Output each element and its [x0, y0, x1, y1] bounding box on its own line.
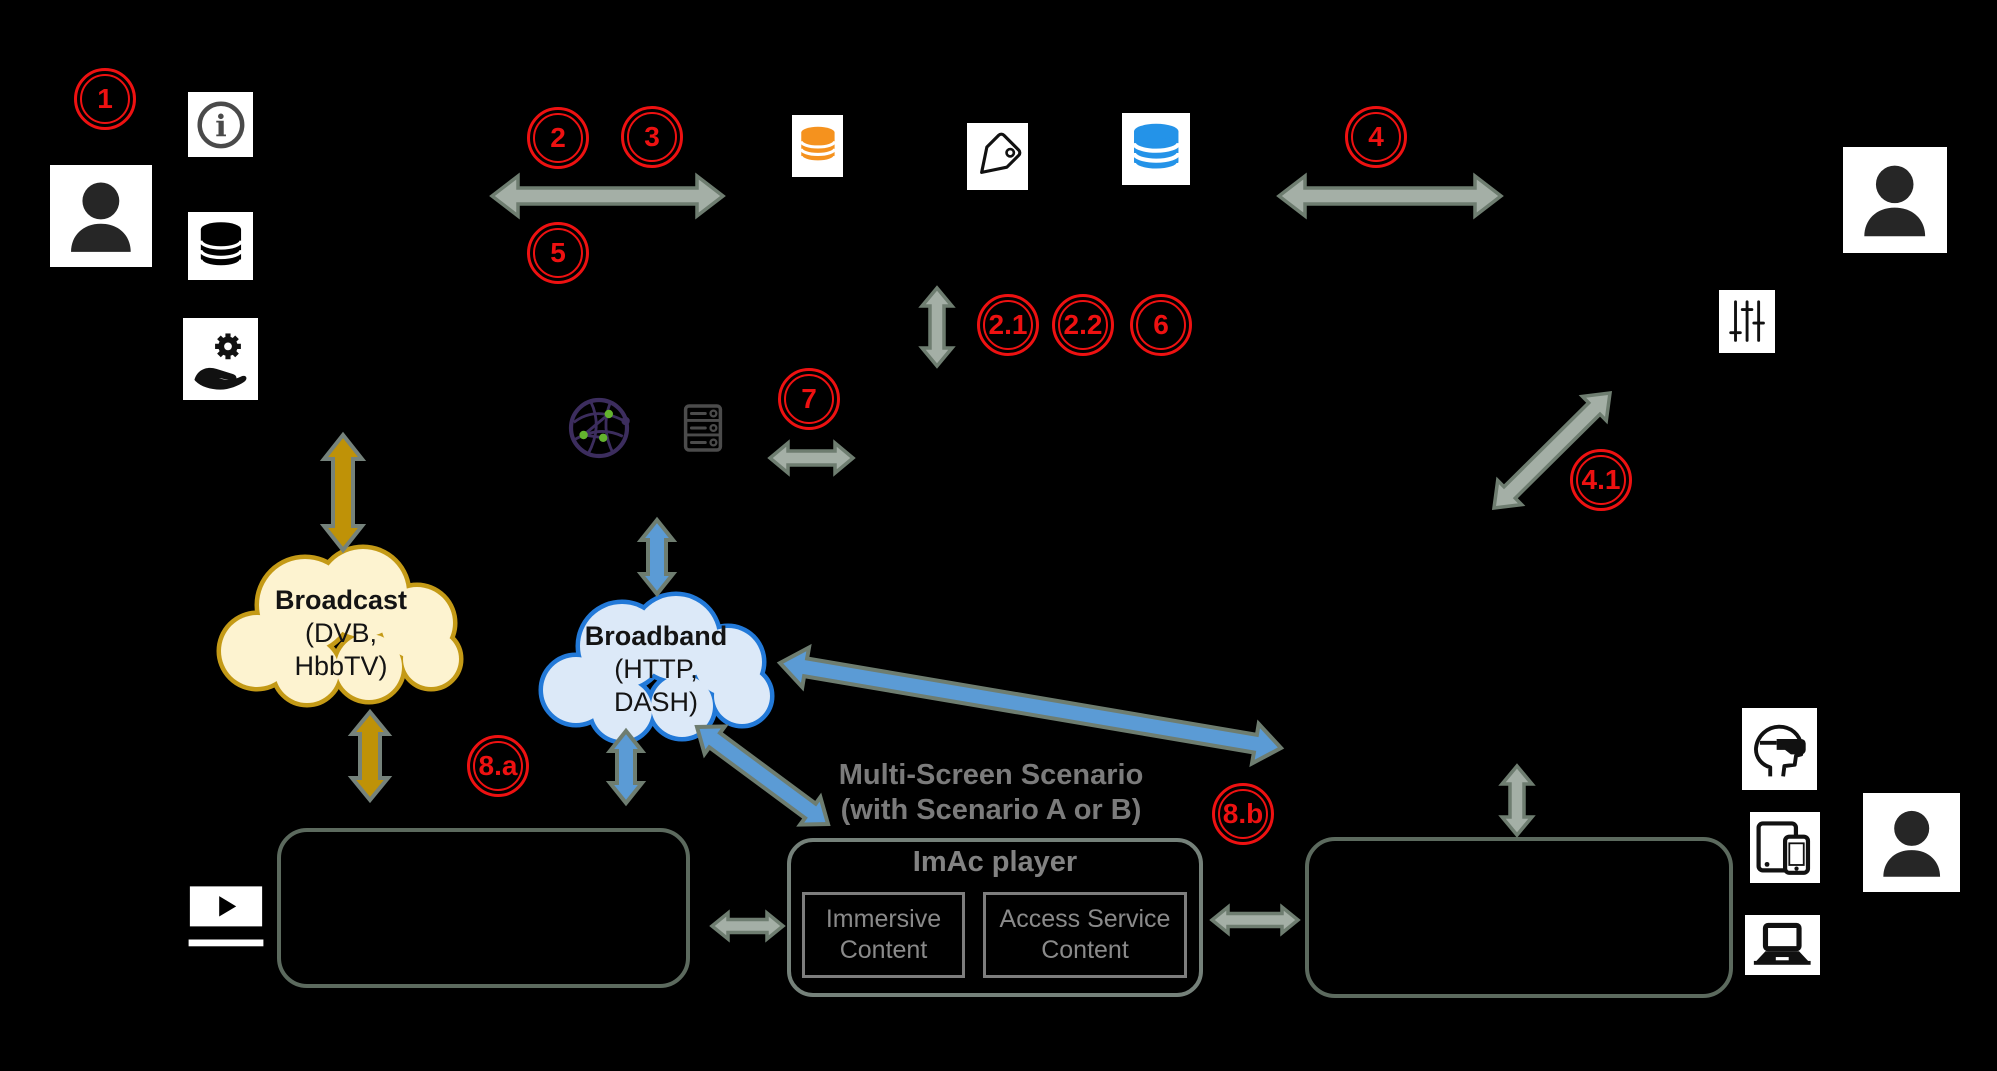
- broadcast-cloud-label: Broadcast (DVB, HbbTV): [226, 584, 456, 683]
- receiver-box: [1305, 837, 1733, 998]
- server-icon: [683, 404, 723, 452]
- arrow-steps-2-3-5: [489, 172, 726, 220]
- tag-icon: [967, 123, 1028, 190]
- broadcast-line3: HbbTV): [294, 651, 388, 681]
- arrow-broadcast-up: [319, 431, 367, 554]
- arrow-steps-21-22-6: [918, 285, 956, 369]
- tv-play-icon: [183, 880, 269, 947]
- broadband-line1: Broadband: [584, 621, 728, 651]
- step-label-2-1: 2.1: [988, 309, 1028, 340]
- step-circle-8a: 8.a: [467, 735, 529, 797]
- multiscreen-line1: Multi-Screen Scenario: [838, 759, 1144, 791]
- broadband-cloud-label: Broadband (HTTP, DASH): [541, 620, 771, 719]
- user-icon: [50, 165, 152, 267]
- access-line2: Content: [1041, 936, 1129, 964]
- step-circle-5: 5: [527, 222, 589, 284]
- immersive-line1: Immersive: [825, 905, 942, 933]
- arrow-receiver-devices: [1498, 763, 1536, 838]
- step-circle-7: 7: [778, 368, 840, 430]
- step-label-7: 7: [801, 383, 817, 414]
- step-circle-4: 4: [1345, 106, 1407, 168]
- access-service-content-box: Access Service Content: [983, 892, 1187, 978]
- arrow-broadband-down: [605, 727, 647, 807]
- arrow-step-7: [767, 439, 856, 477]
- user-icon-producer: [1843, 147, 1947, 253]
- step-label-8b: 8.b: [1222, 798, 1264, 829]
- sliders-icon: [1719, 290, 1775, 353]
- step-label-3: 3: [644, 121, 660, 152]
- arrow-broadband-receiver: [776, 643, 1285, 768]
- database-icon: [188, 212, 253, 280]
- step-label-4-1: 4.1: [1581, 464, 1621, 495]
- broadcast-line2: (DVB,: [304, 618, 377, 648]
- broadband-line3: DASH): [613, 687, 698, 717]
- info-icon: i: [188, 92, 253, 157]
- multiscreen-line2: (with Scenario A or B): [840, 794, 1142, 826]
- step-circle-1: 1: [74, 68, 136, 130]
- step-label-2-2: 2.2: [1063, 309, 1103, 340]
- vr-headset-icon: [1742, 708, 1817, 790]
- multiscreen-label: Multi-Screen Scenario (with Scenario A o…: [790, 758, 1192, 828]
- step-circle-3: 3: [621, 106, 683, 168]
- step-label-4: 4: [1368, 121, 1384, 152]
- immersive-content-box: Immersive Content: [802, 892, 965, 978]
- broadband-cloud: [538, 591, 775, 745]
- broadcast-line1: Broadcast: [274, 585, 408, 615]
- step-circle-6: 6: [1130, 294, 1192, 356]
- imac-player-title: ImAc player: [912, 846, 1078, 878]
- step-label-5: 5: [550, 237, 566, 268]
- service-hand-gear-icon: [183, 318, 258, 400]
- step-circle-2-2: 2.2: [1052, 294, 1114, 356]
- step-circle-2-1: 2.1: [977, 294, 1039, 356]
- step-label-6: 6: [1153, 309, 1169, 340]
- broadcast-cloud: [216, 544, 464, 708]
- step-label-1: 1: [97, 83, 113, 114]
- arrow-imac-receiver: [1209, 903, 1301, 937]
- user-icon-enduser: [1863, 793, 1960, 892]
- arrow-broadcast-down: [347, 708, 393, 804]
- imac-player-box: [787, 838, 1203, 997]
- step-label-2: 2: [550, 122, 566, 153]
- step-circle-4-1: 4.1: [1570, 449, 1632, 511]
- arrow-stb-imac: [709, 909, 786, 943]
- immersive-line2: Content: [839, 936, 928, 964]
- access-line1: Access Service: [999, 905, 1171, 933]
- svg-text:i: i: [215, 109, 226, 144]
- arrow-broadband-up: [636, 516, 678, 598]
- database-blue-icon: [1122, 113, 1190, 185]
- arrow-step-4-1: [1491, 390, 1613, 511]
- step-label-8a: 8.a: [478, 750, 518, 781]
- database-orange-icon: [792, 115, 843, 177]
- step-circle-8b: 8.b: [1212, 783, 1274, 845]
- step-circle-2: 2: [527, 107, 589, 169]
- arrow-step-4: [1276, 172, 1504, 220]
- laptop-icon: [1745, 915, 1820, 975]
- tablet-phone-icon: [1750, 812, 1820, 883]
- broadband-line2: (HTTP,: [614, 654, 698, 684]
- network-globe-icon: [568, 397, 630, 459]
- arrow-broadband-imac: [694, 724, 831, 827]
- stb-box: [277, 828, 690, 988]
